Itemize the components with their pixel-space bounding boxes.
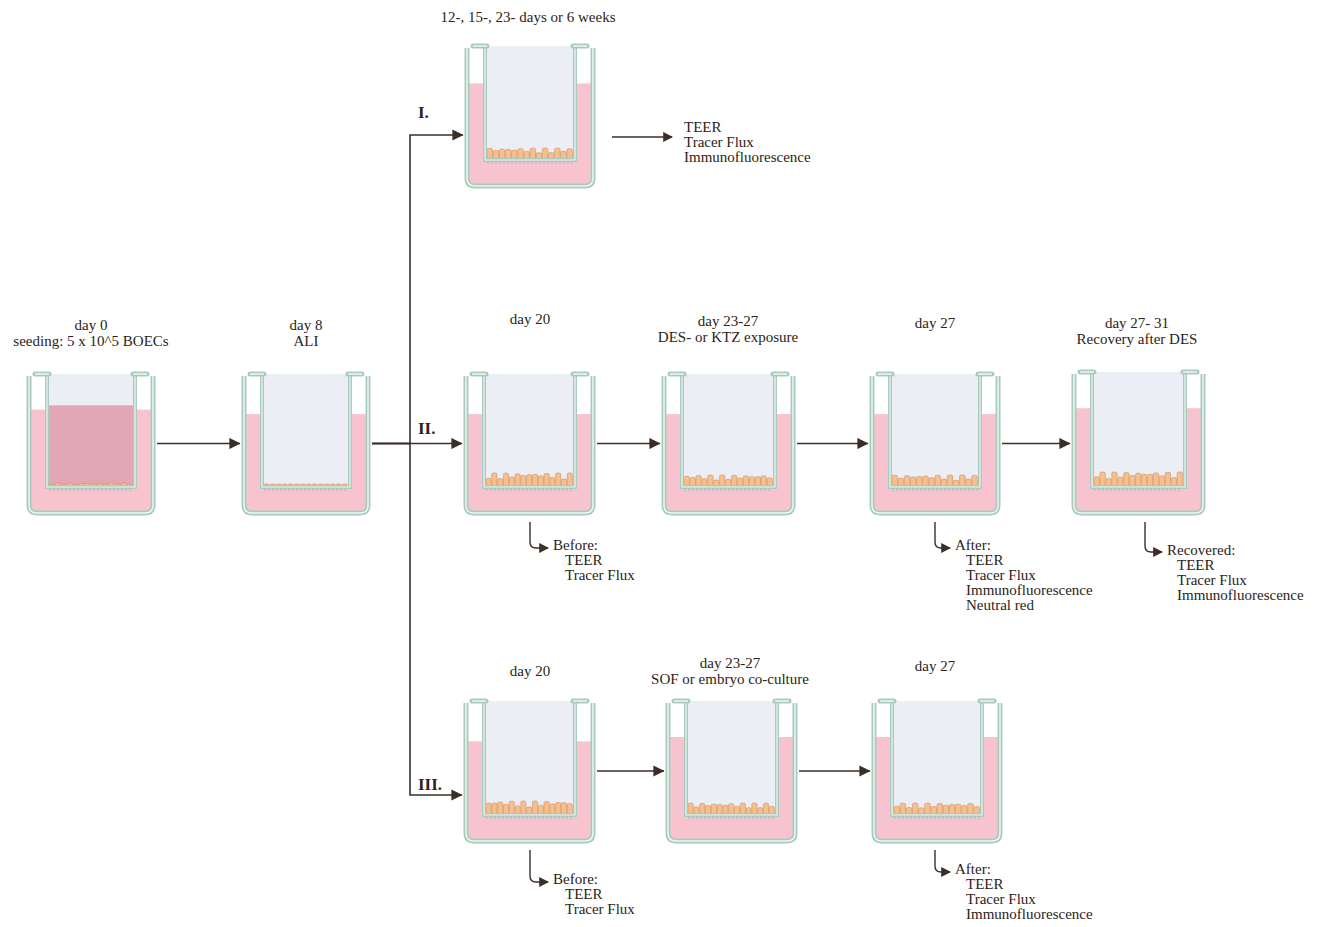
stage-text: 12-, 15-, 23- days or 6 weeks (441, 10, 616, 25)
stage-text: TEER (966, 553, 1004, 568)
transwell-illustration (240, 370, 372, 517)
transwell-illustration (660, 370, 797, 517)
stage-text: Recovery after DES (1077, 332, 1198, 347)
leader-arrow (530, 850, 548, 882)
stage-text: Recovered: (1167, 543, 1235, 558)
stage-text: day 0 (75, 318, 108, 333)
stage-text: ALI (294, 334, 319, 349)
leader-arrow (1145, 522, 1162, 552)
stage-text: Immunofluorescence (1177, 588, 1304, 603)
stage-text: day 8 (290, 318, 323, 333)
transwell-illustration (868, 370, 1002, 517)
transwell-stage: day 27After:TEERTracer FluxImmunofluores… (870, 697, 1004, 845)
stage-text: SOF or embryo co-culture (651, 672, 809, 687)
transwell-stage: day 20Before:TEERTracer Flux (462, 370, 597, 517)
stage-text: Tracer Flux (966, 568, 1036, 583)
flow-arrow (1002, 443, 1070, 445)
stage-text: TEER (565, 553, 603, 568)
transwell-stage: day 20Before:TEERTracer Flux (462, 697, 597, 845)
stage-text: day 23-27 (700, 656, 760, 671)
stage-text: After: (955, 538, 991, 553)
transwell-stage: day 23-27SOF or embryo co-culture (664, 697, 799, 845)
stage-text: TEER (966, 877, 1004, 892)
flow-arrow (372, 444, 462, 796)
transwell-illustration (664, 697, 799, 845)
transwell-stage: day 27- 31Recovery after DESRecovered:TE… (1070, 368, 1207, 517)
stage-text: day 20 (510, 664, 550, 679)
stage-text: day 27 (915, 316, 955, 331)
stage-text: Before: (553, 872, 598, 887)
stage-text: TEER (684, 120, 722, 135)
leader-arrow (935, 522, 950, 548)
stage-text: Immunofluorescence (966, 583, 1093, 598)
flow-arrow (597, 443, 660, 445)
stage-text: Tracer Flux (565, 568, 635, 583)
flow-arrow (597, 770, 664, 772)
flow-arrow (372, 135, 463, 444)
transwell-illustration (463, 42, 597, 190)
transwell-illustration (462, 370, 597, 517)
flow-arrow (799, 770, 870, 772)
transwell-illustration (25, 370, 157, 517)
transwell-stage: day 8ALI (240, 370, 372, 517)
transwell-stage: day 27After:TEERTracer FluxImmunofluores… (868, 370, 1002, 517)
stage-text: Tracer Flux (1177, 573, 1247, 588)
transwell-stage: day 0seeding: 5 x 10^5 BOECs (25, 370, 157, 517)
stage-text: Immunofluorescence (966, 907, 1093, 922)
branch-number: I. (418, 104, 429, 121)
transwell-stage: 12-, 15-, 23- days or 6 weeksTEERTracer … (463, 42, 597, 190)
leader-arrow (935, 850, 950, 872)
stage-text: DES- or KTZ exposure (658, 330, 798, 345)
stage-text: Neutral red (966, 598, 1034, 613)
branch-number: III. (418, 776, 442, 793)
flow-arrow (797, 443, 868, 445)
stage-text: TEER (1177, 558, 1215, 573)
leader-arrow (530, 522, 548, 548)
transwell-illustration (1070, 368, 1207, 517)
stage-text: After: (955, 862, 991, 877)
stage-text: Immunofluorescence (684, 150, 811, 165)
stage-text: Tracer Flux (684, 135, 754, 150)
stage-text: seeding: 5 x 10^5 BOECs (13, 334, 168, 349)
stage-text: day 27 (915, 659, 955, 674)
transwell-stage: day 23-27DES- or KTZ exposure (660, 370, 797, 517)
transwell-illustration (462, 697, 597, 845)
branch-number: II. (418, 420, 435, 437)
leader-arrow (612, 136, 672, 137)
transwell-illustration (870, 697, 1004, 845)
stage-text: day 27- 31 (1105, 316, 1169, 331)
stage-text: Before: (553, 538, 598, 553)
stage-text: day 23-27 (698, 314, 758, 329)
stage-text: day 20 (510, 312, 550, 327)
stage-text: Tracer Flux (565, 902, 635, 917)
stage-text: Tracer Flux (966, 892, 1036, 907)
flow-arrow (157, 443, 240, 445)
stage-text: TEER (565, 887, 603, 902)
